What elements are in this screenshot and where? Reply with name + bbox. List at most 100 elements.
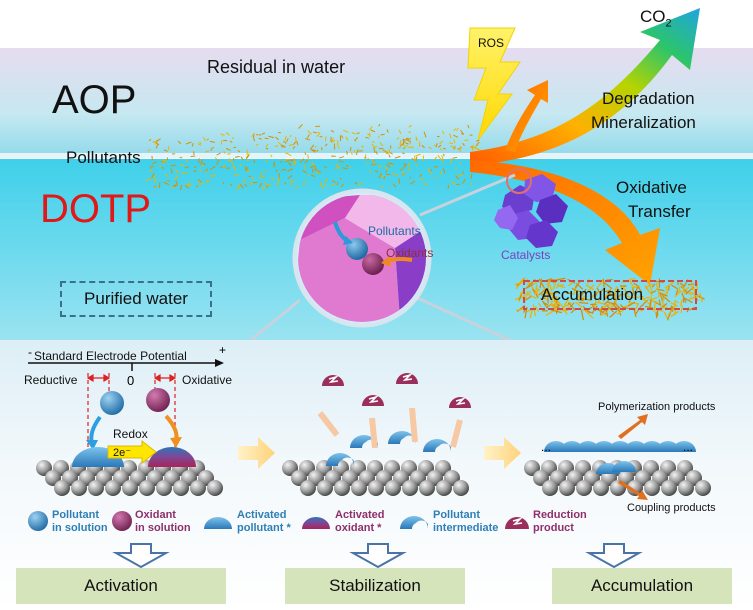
oxidative-transfer-arrow xyxy=(470,160,660,285)
pollutant-speck xyxy=(389,151,393,155)
pollutant-speck xyxy=(408,124,413,128)
surface-atom xyxy=(139,480,155,496)
accumulated-fibre xyxy=(628,280,635,289)
accumulated-fibre xyxy=(673,301,677,307)
degradation-label: Degradation xyxy=(602,89,695,108)
pollutant-speck xyxy=(470,146,477,149)
accumulated-fibre xyxy=(626,295,631,298)
pollutant-speck xyxy=(197,143,202,146)
pollutant-speck xyxy=(338,160,344,163)
pollutant-speck xyxy=(179,184,183,191)
pollutant-speck xyxy=(371,143,375,148)
zoom-source-circle xyxy=(506,168,532,194)
accumulated-fibre xyxy=(596,301,606,305)
pollutant-speck xyxy=(184,184,190,189)
pollutant-speck xyxy=(346,164,349,168)
accumulated-fibre xyxy=(670,302,678,307)
accumulated-fibre xyxy=(549,277,552,283)
pollutant-speck xyxy=(175,180,178,185)
accumulated-fibre xyxy=(529,308,534,319)
pollutant-speck xyxy=(350,152,353,155)
accumulated-fibre xyxy=(609,310,618,318)
pollutant-speck xyxy=(365,136,370,139)
accumulated-fibre xyxy=(640,296,648,303)
catalyst-surface-activation xyxy=(36,460,223,496)
surface-atom xyxy=(207,480,223,496)
pollutant-speck xyxy=(277,181,279,187)
accumulated-fibre xyxy=(532,304,536,317)
pollutant-speck xyxy=(197,180,200,183)
pollutant-speck xyxy=(380,175,384,177)
surface-atom xyxy=(71,480,87,496)
pollutant-speck xyxy=(430,171,433,175)
accumulated-fibre xyxy=(534,284,538,296)
surface-atom xyxy=(627,480,643,496)
pollutant-speck xyxy=(371,159,376,165)
pollutant-speck xyxy=(415,163,419,167)
pollutant-speck xyxy=(310,165,315,169)
legend-pollutant-icon xyxy=(28,511,48,531)
pollutant-speck xyxy=(253,159,256,164)
pollutant-speck xyxy=(260,171,263,176)
accumulated-fibre xyxy=(632,288,635,294)
pollutant-speck xyxy=(171,186,174,189)
pollutant-speck xyxy=(193,170,197,173)
accumulated-fibre xyxy=(585,284,595,291)
accumulated-fibre xyxy=(644,283,653,289)
pollutant-speck xyxy=(372,159,375,163)
pollutant-speck xyxy=(324,143,328,147)
accumulated-fibre xyxy=(699,292,703,303)
surface-atom xyxy=(559,480,575,496)
pollutant-speck xyxy=(386,129,389,133)
accumulated-fibre xyxy=(624,290,629,295)
down-arrow-accumulation xyxy=(585,543,643,569)
purified-water-box: Purified water xyxy=(60,281,212,317)
pollutant-speck xyxy=(345,136,349,141)
reductive-label: Reductive xyxy=(24,373,78,387)
accumulated-fibre xyxy=(580,309,585,321)
pollutant-speck xyxy=(165,173,169,178)
polymer-layer xyxy=(544,441,696,474)
pollutant-speck xyxy=(302,170,307,174)
pollutant-speck xyxy=(398,129,402,134)
pollutant-speck xyxy=(193,151,195,156)
pollutant-speck xyxy=(324,136,327,142)
pollutant-speck xyxy=(423,182,428,187)
pollutant-speck xyxy=(394,155,401,159)
zoom-line-left xyxy=(248,298,301,340)
accumulated-fibre xyxy=(659,292,668,297)
surface-atom xyxy=(661,480,677,496)
stage-arrow-1 xyxy=(238,437,275,469)
surface-atom xyxy=(644,480,660,496)
pollutant-speck xyxy=(307,154,310,160)
accumulated-fibre xyxy=(551,293,557,304)
transfer-label: Transfer xyxy=(628,202,691,221)
accumulated-fibre xyxy=(550,309,562,314)
accumulated-fibre xyxy=(563,291,573,295)
accumulated-fibre xyxy=(552,293,559,302)
pollutant-speck xyxy=(214,157,218,160)
accumulated-fibre xyxy=(670,305,674,312)
accumulated-fibre xyxy=(520,277,525,283)
plus-sign: + xyxy=(219,343,227,357)
pollutant-speck xyxy=(152,161,158,165)
pollutant-speck xyxy=(306,174,310,177)
accumulated-fibre xyxy=(655,311,658,319)
pollutant-speck xyxy=(440,148,442,151)
oxidative-bottom-label: Oxidative xyxy=(182,373,233,387)
pollutant-speck xyxy=(200,159,203,166)
coupling-arrow xyxy=(618,480,648,500)
pollutant-speck xyxy=(420,177,424,181)
pollutant-speck xyxy=(470,173,473,179)
pollutant-speck xyxy=(373,147,376,154)
pollutant-speck xyxy=(225,132,230,136)
pollutant-speck xyxy=(369,132,371,137)
pollutant-speck xyxy=(258,137,262,140)
surface-atom xyxy=(576,480,592,496)
down-arrow-activation xyxy=(112,543,170,569)
pollutant-speck xyxy=(285,138,289,143)
pollutant-speck xyxy=(220,133,225,136)
pollutant-speck xyxy=(179,156,183,159)
accumulated-fibre xyxy=(631,285,641,289)
